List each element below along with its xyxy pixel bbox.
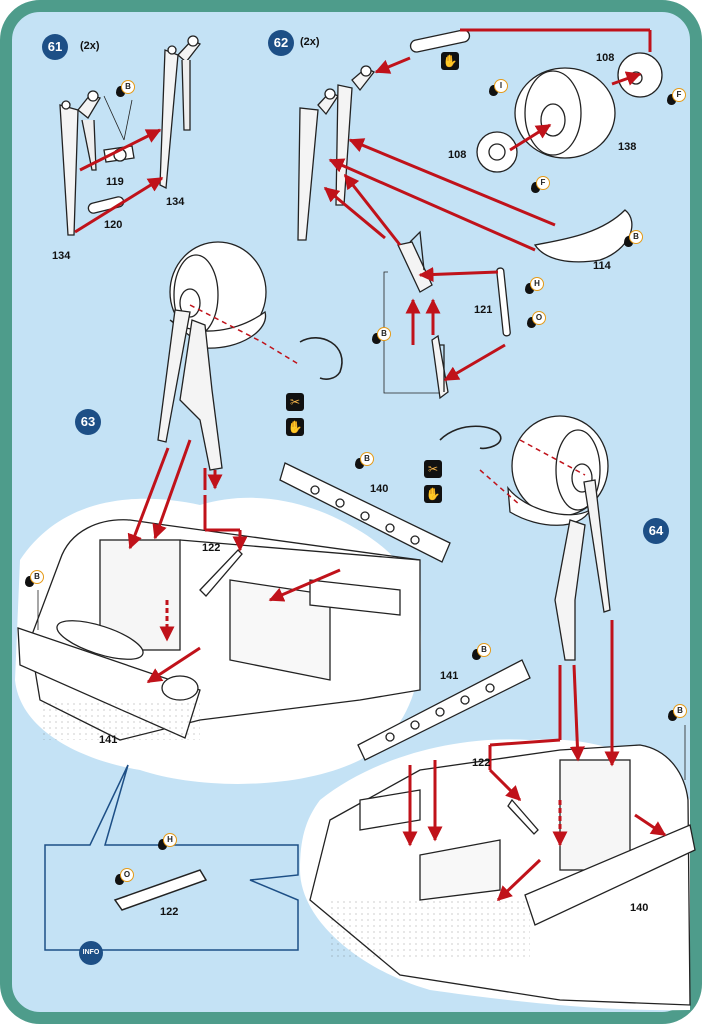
paint-code-marker: B (355, 452, 374, 470)
paint-drop-icon (489, 85, 498, 96)
part-140-label-step64: 140 (630, 902, 649, 914)
paint-drop-icon (372, 333, 381, 344)
part-121-label: 121 (474, 304, 493, 316)
step-63-arrows (127, 304, 341, 684)
step-61-arrows (74, 128, 164, 234)
paint-drop-icon (25, 576, 34, 587)
paint-code: F (536, 176, 550, 190)
part-141-label-step63: 141 (99, 734, 118, 746)
paint-code-marker: I (489, 79, 508, 97)
part-108-label-top: 108 (596, 52, 615, 64)
glue-icon: ✋ (441, 52, 459, 70)
paint-drop-icon (472, 649, 481, 660)
paint-code: B (30, 570, 44, 584)
paint-code-marker: O (115, 868, 134, 886)
part-134-label-left: 134 (52, 250, 71, 262)
step-64-drawing (309, 415, 696, 1006)
paint-code: H (530, 277, 544, 291)
paint-drop-icon (667, 94, 676, 105)
paint-code-marker: O (527, 311, 546, 329)
paint-drop-icon (624, 236, 633, 247)
paint-drop-icon (531, 182, 540, 193)
paint-drop-icon (525, 283, 534, 294)
step-62-badge: 62 (268, 30, 294, 56)
part-141-label-step64: 141 (440, 670, 459, 682)
paint-code-marker: B (25, 570, 44, 588)
paint-drop-icon (116, 86, 125, 97)
paint-code-marker: F (667, 88, 686, 106)
paint-code: B (121, 80, 135, 94)
part-108-label-left: 108 (448, 149, 467, 161)
step-63-drawing (17, 241, 451, 741)
step-62-quantity: (2x) (300, 36, 320, 48)
part-120-label: 120 (104, 219, 123, 231)
paint-drop-icon (527, 317, 536, 328)
paint-code: B (477, 643, 491, 657)
part-114-label: 114 (593, 260, 611, 272)
paint-code: O (120, 868, 134, 882)
paint-drop-icon (355, 458, 364, 469)
part-122-label-step64: 122 (472, 757, 491, 769)
part-138-label: 138 (618, 141, 637, 153)
step-64-arrows (402, 439, 667, 902)
paint-code: F (672, 88, 686, 102)
part-140-label-step63: 140 (370, 483, 389, 495)
part-119-label: 119 (106, 176, 124, 188)
paint-code: I (494, 79, 508, 93)
info-callout (44, 764, 299, 951)
paint-code: B (360, 452, 374, 466)
step-63-badge: 63 (75, 409, 101, 435)
step-61-quantity: (2x) (80, 40, 100, 52)
paint-code-marker: F (531, 176, 550, 194)
paint-code: B (673, 704, 687, 718)
paint-code: B (377, 327, 391, 341)
paint-code: H (163, 833, 177, 847)
step-61-drawing (59, 35, 201, 236)
step-64-badge: 64 (643, 518, 669, 544)
paint-drop-icon (158, 839, 167, 850)
paint-code-marker: H (158, 833, 177, 851)
paint-code-marker: B (372, 327, 391, 345)
part-122-label-info: 122 (160, 906, 179, 918)
hand-icon: ✋ (424, 485, 442, 503)
paint-code-marker: B (116, 80, 135, 98)
hand-icon: ✋ (286, 418, 304, 436)
info-badge: INFO (79, 941, 103, 965)
paint-code: B (629, 230, 643, 244)
step-61-badge: 61 (42, 34, 68, 60)
paint-code-marker: B (668, 704, 687, 722)
cut-icon: ✂ (424, 460, 442, 478)
part-134-label-right: 134 (166, 196, 185, 208)
paint-drop-icon (668, 710, 677, 721)
cut-icon: ✂ (286, 393, 304, 411)
step-62-drawing (297, 29, 663, 400)
paint-code-marker: B (624, 230, 643, 248)
part-122-label-step63: 122 (202, 542, 221, 554)
step-62-arrows (323, 28, 652, 382)
paint-code-marker: H (525, 277, 544, 295)
paint-code-marker: B (472, 643, 491, 661)
paint-drop-icon (115, 874, 124, 885)
paint-code: O (532, 311, 546, 325)
